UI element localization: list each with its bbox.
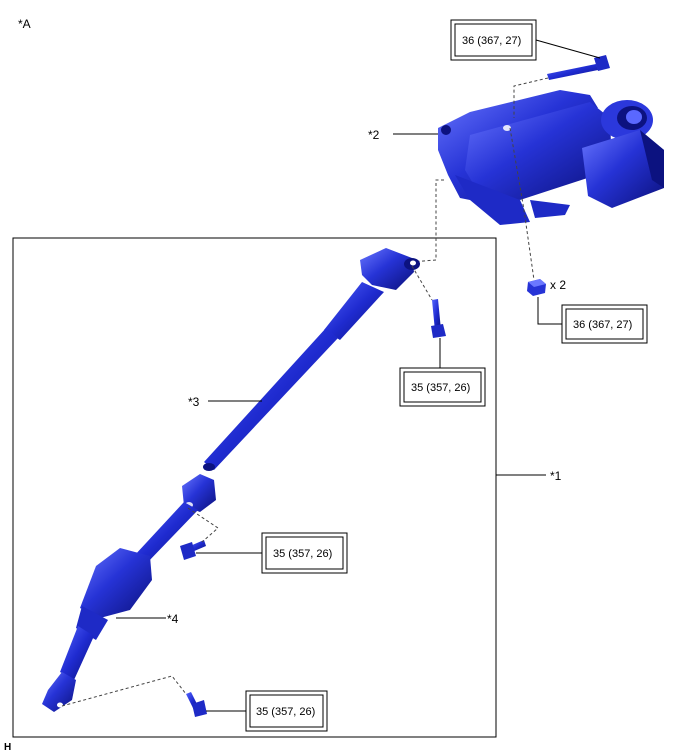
mid-joint-bolt-icon (180, 540, 206, 560)
steering-column-assembly (438, 90, 664, 225)
guide-upper-joint (411, 265, 433, 301)
guide-mid-joint (187, 507, 219, 543)
torque-box-top-bolt (450, 19, 537, 61)
torque-mid-joint-text: 35 (357, 26) (273, 548, 332, 560)
callout-3: *3 (188, 395, 200, 409)
torque-box-nut (561, 304, 648, 344)
torque-box-lower-joint (245, 690, 328, 732)
lower-joint-bolt-icon (186, 692, 207, 717)
leader-nut (537, 297, 562, 325)
view-label: *A (18, 17, 31, 31)
leader-top-bolt (535, 39, 601, 59)
torque-nut-text: 36 (367, 27) (573, 319, 632, 331)
callout-1: *1 (550, 469, 562, 483)
nut-quantity: x 2 (550, 278, 566, 292)
corner-label: H (4, 742, 11, 753)
callout-2: *2 (368, 128, 380, 142)
upper-joint-bolt-icon (431, 299, 446, 338)
assembly-frame (12, 237, 497, 738)
torque-box-upper-joint (399, 367, 486, 407)
guide-lower-joint (61, 675, 187, 707)
guide-top-bolt (513, 77, 549, 118)
torque-top-bolt-text: 36 (367, 27) (462, 35, 521, 47)
nut-icon (527, 279, 546, 296)
intermediate-shaft (203, 248, 420, 471)
callout-4: *4 (167, 612, 179, 626)
torque-lower-joint-text: 35 (357, 26) (256, 706, 315, 718)
guide-nut (509, 127, 535, 281)
guide-column-joint (409, 179, 444, 263)
lower-shaft (42, 474, 216, 712)
top-bolt-icon (547, 55, 610, 80)
torque-upper-joint-text: 35 (357, 26) (411, 382, 470, 394)
torque-box-mid-joint (261, 532, 348, 574)
